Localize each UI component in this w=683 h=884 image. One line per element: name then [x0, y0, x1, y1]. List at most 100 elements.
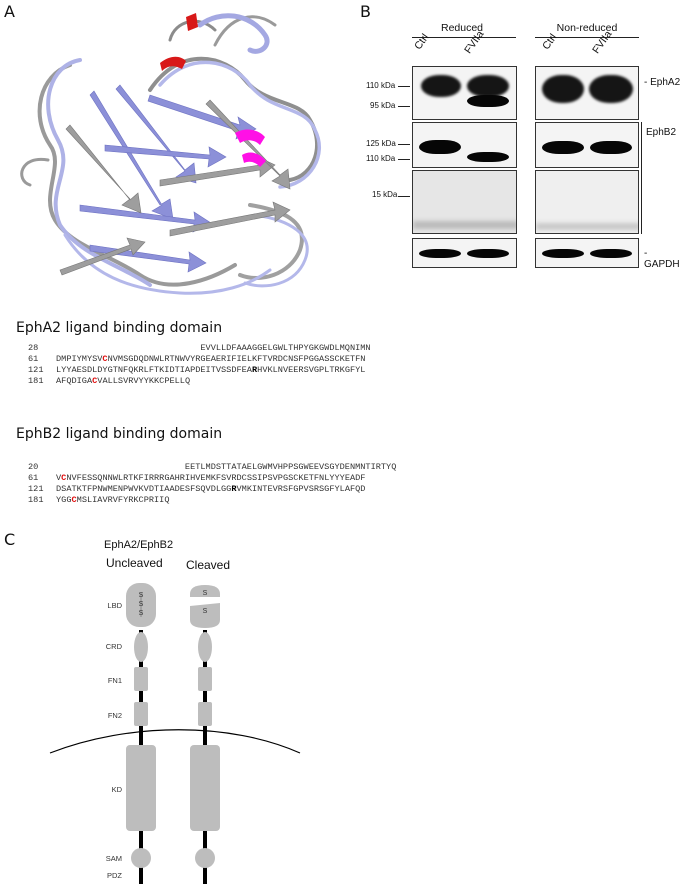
sequence-segment: NVMSGDQDNWLRTNWVYRGEAERIFIELKFTVRDCNSFPG…: [107, 354, 366, 364]
sequence-row: 121 LYYAESDLDYGTNFQKRLFTKIDTIAPDEITVSSDFE…: [28, 365, 371, 376]
disulfide-s2-uncleaved: S: [139, 601, 144, 608]
label-sam: SAM: [106, 854, 122, 863]
lbd-fragment-bottom: [190, 603, 220, 628]
marker-110kda: 110 kDa: [366, 81, 396, 90]
residue-number: 20: [28, 462, 39, 472]
marker-tick: [398, 144, 410, 145]
sequence-row: 61 DMPIYMYSVCNVMSGDQDNWLRTNWVYRGEAERIFIEL…: [28, 354, 371, 365]
domain-diagram: S S S S S LBD CRD FN1 FN2 KD SAM PDZ: [49, 583, 301, 884]
residue-number: 61: [28, 473, 39, 483]
sequence-segment: HVKLNVEERSVGPLTRKGFYL: [257, 365, 366, 375]
target-label-gapdh: - GAPDH: [644, 248, 680, 270]
sequence-row: 61 VCNVFESSQNNWLRTKFIRRRGAHRIHVEMKFSVRDCS…: [28, 473, 396, 484]
ephb2-bracket: [641, 122, 642, 234]
blot-group-reduced-line: [412, 37, 516, 38]
receptor-uncleaved: [126, 583, 156, 884]
cleavage-residue: R: [251, 365, 258, 375]
cleavage-residue: R: [231, 484, 237, 494]
blot-epha2-nonreduced: [535, 66, 639, 120]
residue-number: 121: [28, 365, 44, 375]
sequence-segment: DSATKTFPNWMENPWVKVDTIAADESFSQVDLGG: [56, 484, 232, 494]
residue-number: 121: [28, 484, 44, 494]
fn2-domain-uncleaved: [134, 702, 148, 726]
blot-ephb2-fragment-reduced: [412, 170, 517, 234]
sequence-segment: EVVLLDFAAAGGELGWLTHPYGKGWDLMQNIMN: [56, 343, 371, 353]
cysteine-residue: C: [61, 473, 67, 483]
kd-domain-uncleaved: [126, 745, 156, 831]
sam-domain-uncleaved: [131, 848, 151, 868]
sequence-segment: EETLMDSTTATAELGWMVHPPSGWEEVSGYDENMNTIRTY…: [56, 462, 397, 472]
marker-tick: [398, 86, 410, 87]
protein-structure-image: [20, 13, 321, 295]
cysteine-residue: C: [102, 354, 108, 364]
label-kd: KD: [112, 785, 123, 794]
kd-domain-cleaved: [190, 745, 220, 831]
disulfide-s2-cleaved: S: [203, 608, 208, 615]
sequence-segment: MSLIAVRVFYRKCPRIIQ: [76, 495, 170, 505]
membrane-line: [49, 729, 301, 754]
sequence-segment: LYYAESDLDYGTNFQKRLFTKIDTIAPDEITVSSDFEA: [56, 365, 252, 375]
sequence-row: 181 YGGCMSLIAVRVFYRKCPRIIQ: [28, 495, 396, 506]
marker-tick: [398, 106, 410, 107]
blot-group-reduced: Reduced: [440, 22, 484, 34]
blot-ephb2-nonreduced: [535, 122, 639, 168]
sequence-segment: VALLSVRVYYKKCPELLQ: [97, 376, 191, 386]
sequence-row: 28 EVVLLDFAAAGGELGWLTHPYGKGWDLMQNIMN: [28, 343, 371, 354]
fn1-domain-cleaved: [198, 667, 212, 691]
target-label-ephb2: EphB2: [646, 127, 677, 138]
cysteine-residue: C: [92, 376, 98, 386]
lbd-fragment-top: [190, 585, 220, 597]
crd-domain-cleaved: [198, 632, 212, 662]
lane-label-ctrl-reduced: Ctrl: [412, 31, 432, 52]
fn1-domain-uncleaved: [134, 667, 148, 691]
blot-gapdh-reduced: [412, 238, 517, 268]
blot-epha2-reduced: [412, 66, 517, 120]
sequence-segment: YGG: [56, 495, 72, 505]
state-label-uncleaved: Uncleaved: [106, 556, 163, 570]
residue-number: 28: [28, 343, 39, 353]
sequence-row: 181 AFQDIGACVALLSVRVYYKKCPELLQ: [28, 376, 371, 387]
sequence-segment: DMPIYMYSV: [56, 354, 103, 364]
ephb2-sequence: 20 EETLMDSTTATAELGWMVHPPSGWEEVSGYDENMNTI…: [28, 462, 396, 506]
epha2-title: EphA2 ligand binding domain: [16, 320, 223, 336]
sequence-row: 20 EETLMDSTTATAELGWMVHPPSGWEEVSGYDENMNTI…: [28, 462, 396, 473]
panel-label-a: A: [4, 2, 15, 21]
residue-number: 181: [28, 376, 44, 386]
blot-ephb2-fragment-nonreduced: [535, 170, 639, 234]
sequence-segment: VMKINTEVRSFGPVSRSGFYLAFQD: [236, 484, 366, 494]
receptor-cleaved: [190, 585, 220, 884]
marker-tick: [398, 159, 410, 160]
residue-number: 61: [28, 354, 39, 364]
panel-label-c: C: [4, 530, 16, 549]
ephb2-title: EphB2 ligand binding domain: [16, 426, 223, 442]
target-label-epha2: - EphA2: [644, 77, 681, 88]
domain-header: EphA2/EphB2: [104, 539, 174, 551]
sequence-segment: AFQDIGA: [56, 376, 93, 386]
blot-group-nonreduced: Non-reduced: [556, 22, 618, 34]
lane-label-ctrl-nonreduced: Ctrl: [540, 31, 560, 52]
blot-group-nonreduced-line: [535, 37, 639, 38]
disulfide-s1-cleaved: S: [203, 590, 208, 597]
sequence-row: 121 DSATKTFPNWMENPWVKVDTIAADESFSQVDLGGRVM…: [28, 484, 396, 495]
label-lbd: LBD: [107, 601, 122, 610]
crd-domain-uncleaved: [134, 632, 148, 662]
panel-label-b: B: [360, 2, 371, 21]
residue-number: 181: [28, 495, 44, 505]
state-label-cleaved: Cleaved: [186, 558, 231, 572]
marker-tick: [398, 196, 410, 197]
label-fn2: FN2: [108, 711, 122, 720]
blot-ephb2-reduced: [412, 122, 517, 168]
marker-95kda: 95 kDa: [370, 101, 396, 110]
disulfide-s3-uncleaved: S: [139, 610, 144, 617]
disulfide-s1-uncleaved: S: [139, 592, 144, 599]
label-pdz: PDZ: [107, 871, 122, 880]
fn2-domain-cleaved: [198, 702, 212, 726]
marker-125kda: 125 kDa: [366, 139, 396, 148]
marker-15kda: 15 kDa: [372, 190, 398, 199]
sequence-segment: NVFESSQNNWLRTKFIRRRGAHRIHVEMKFSVRDCSSIPS…: [66, 473, 366, 483]
marker-110kda-b: 110 kDa: [366, 154, 396, 163]
sequence-segment: V: [56, 473, 62, 483]
label-fn1: FN1: [108, 676, 122, 685]
cysteine-residue: C: [71, 495, 77, 505]
